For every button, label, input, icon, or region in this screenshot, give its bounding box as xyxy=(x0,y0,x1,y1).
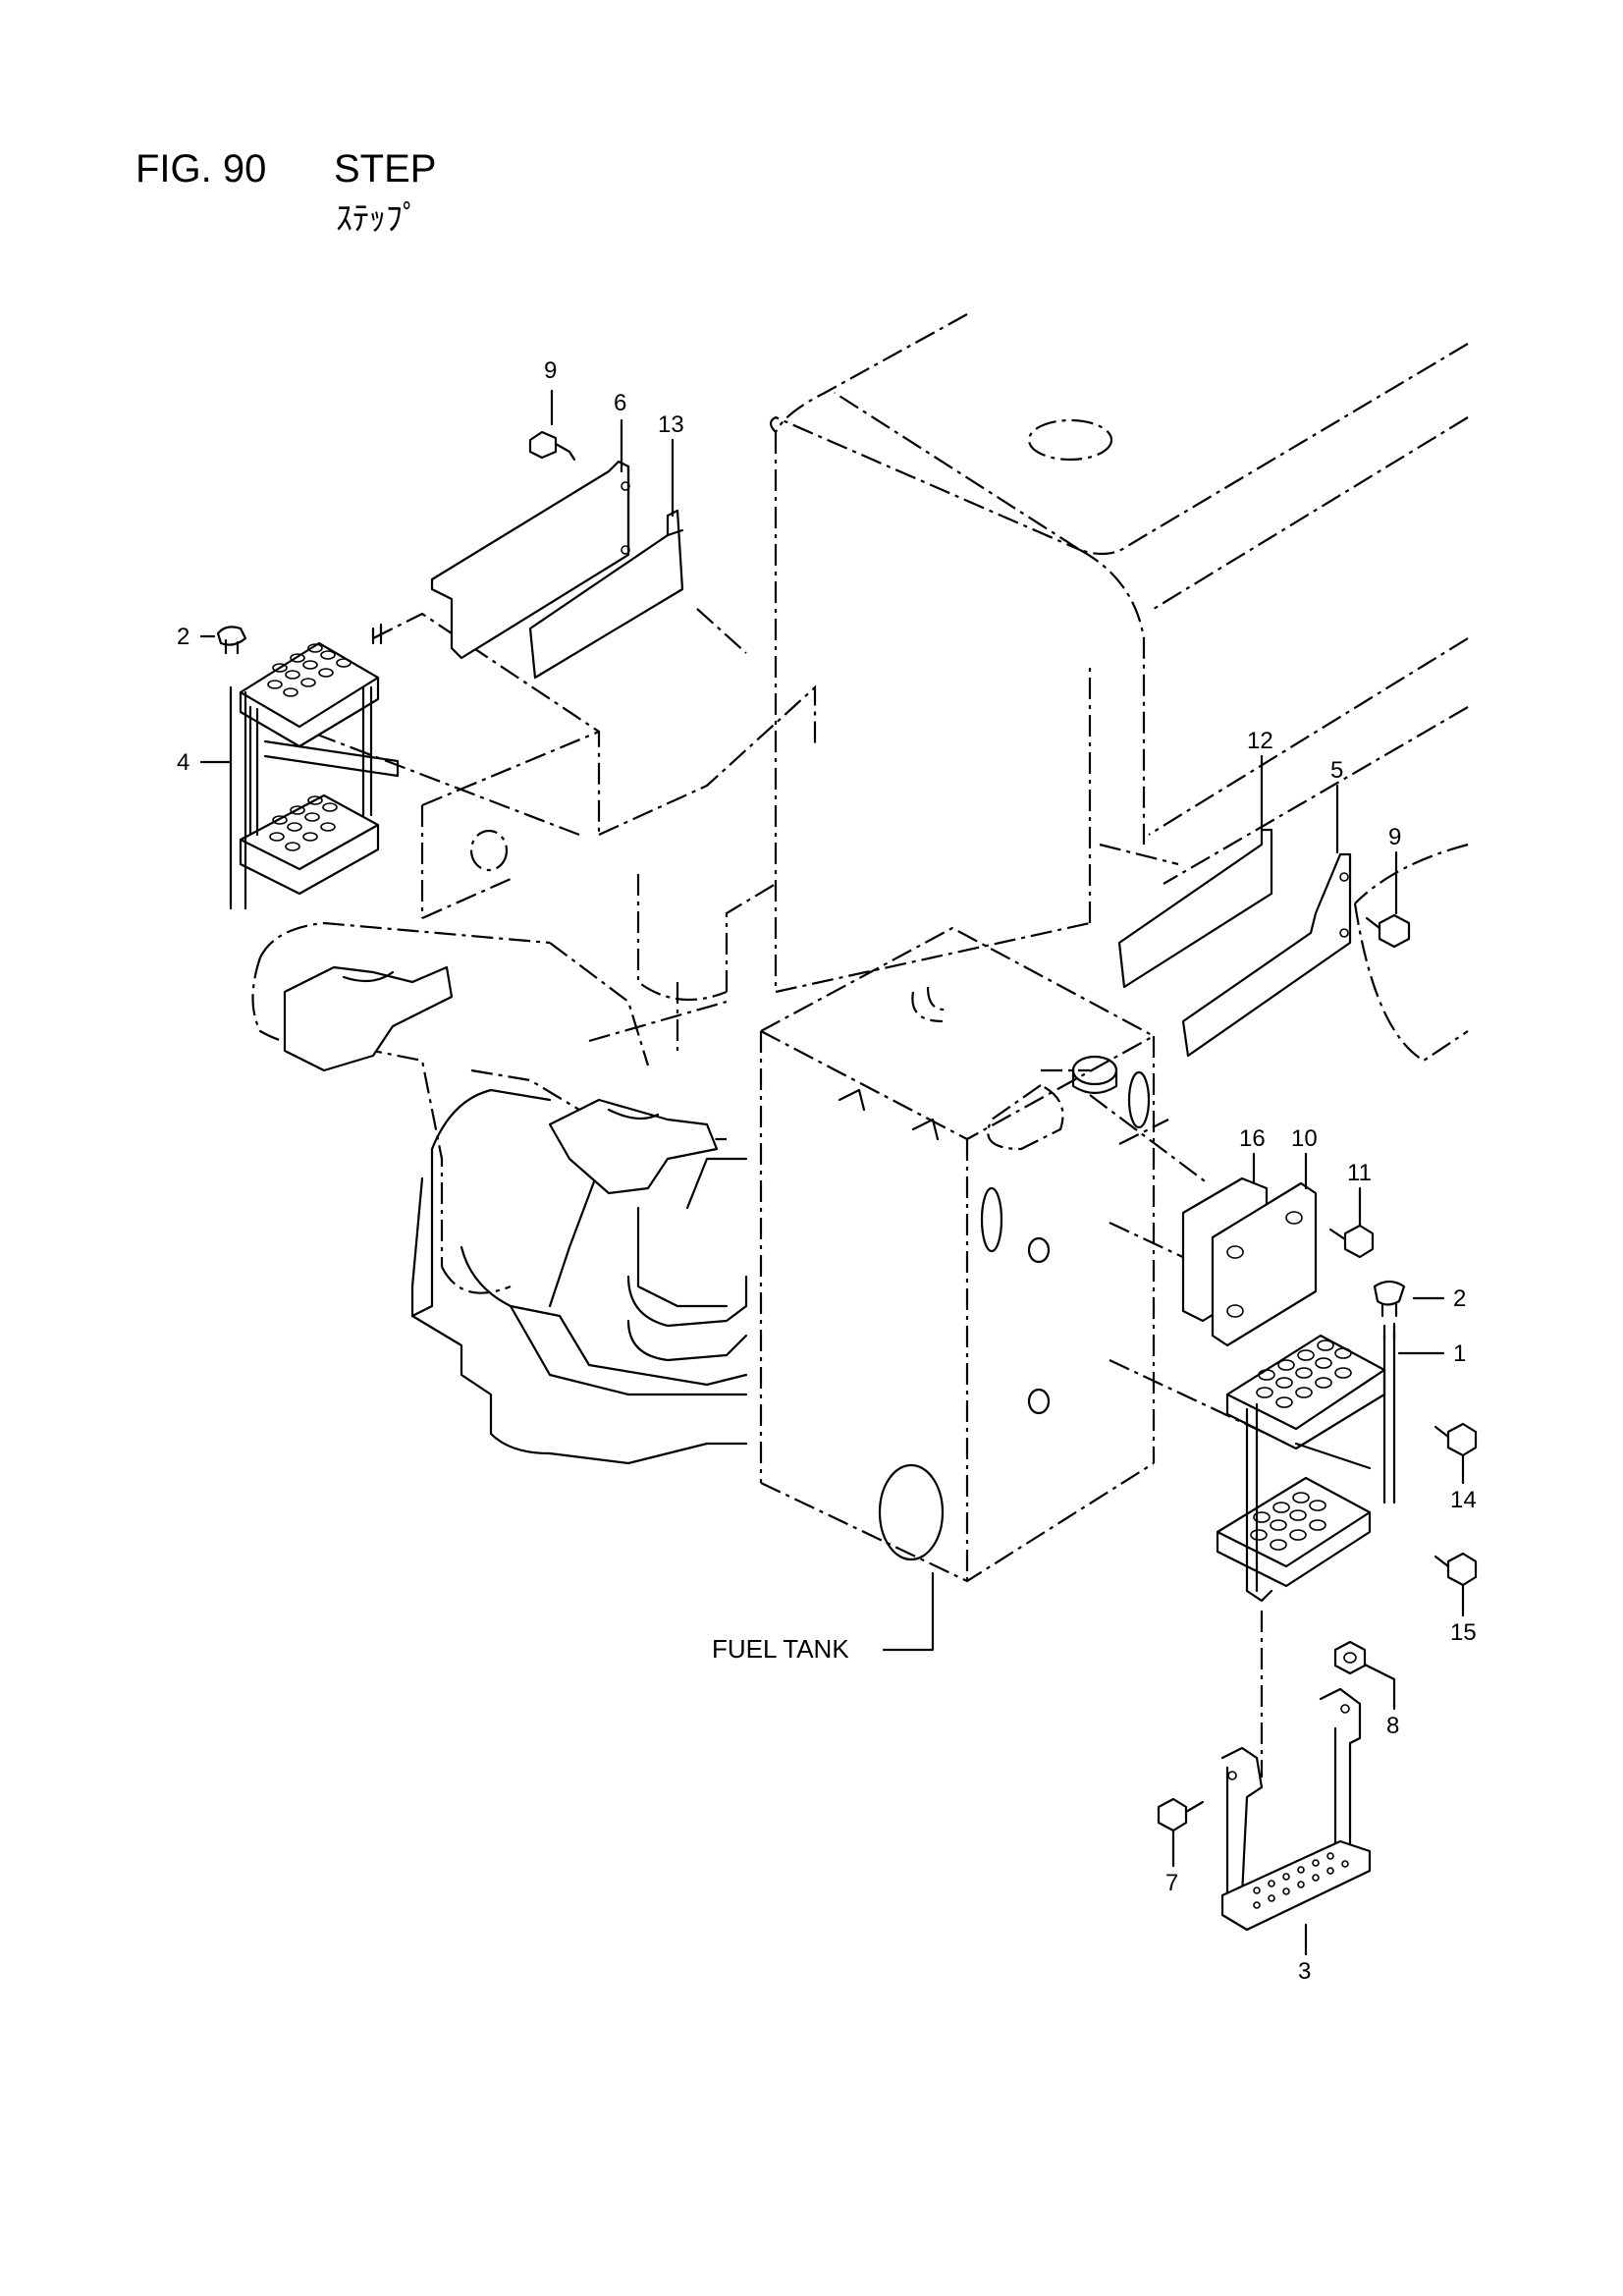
callout-9-upper: 9 xyxy=(544,357,557,384)
callout-3: 3 xyxy=(1298,1958,1311,1985)
callout-4: 7 xyxy=(1165,1870,1178,1896)
callout-2-right: 2 xyxy=(1453,1285,1466,1312)
step-assembly-right xyxy=(1216,1322,1396,1603)
callout-1: 1 xyxy=(1453,1340,1466,1367)
fuel-tank xyxy=(759,926,1156,1583)
lower-step-3 xyxy=(1220,1687,1372,1932)
callout-12: 14 xyxy=(1450,1487,1477,1513)
callout-11: 11 xyxy=(1347,1160,1372,1186)
callout-8: 6 xyxy=(614,390,626,416)
callout-6: 4 xyxy=(177,749,189,776)
figure-subtitle: ｽﾃｯﾌﾟ xyxy=(336,200,419,238)
callout-leader-lines xyxy=(199,389,1465,1956)
bracket-7-plate-14 xyxy=(1117,828,1352,1058)
fuel-tank-label: FUEL TANK xyxy=(712,1634,849,1664)
figure-title: STEP xyxy=(334,147,437,191)
assembly-guide-lines xyxy=(244,608,1268,1777)
callout-9-right: 9 xyxy=(1388,824,1401,850)
upper-frame-body xyxy=(769,313,1469,1072)
callout-7: 5 xyxy=(1330,757,1343,784)
figure-number: FIG. 90 xyxy=(135,147,267,191)
callout-14: 12 xyxy=(1247,728,1273,754)
callout-10: 10 xyxy=(1291,1125,1318,1152)
callout-15: 13 xyxy=(658,411,684,438)
step-assembly-left xyxy=(216,623,400,910)
callout-13: 15 xyxy=(1450,1619,1477,1646)
bracket-8-plate-15 xyxy=(430,460,684,680)
plates-10-16 xyxy=(1181,1176,1318,1347)
callout-labels: 9 6 13 2 4 12 5 9 16 10 11 2 1 14 15 8 7… xyxy=(177,357,1477,1985)
callout-2-left: 2 xyxy=(177,624,189,650)
mount-bracket-left xyxy=(283,965,719,1195)
main-frame xyxy=(410,1088,748,1465)
callout-16: 16 xyxy=(1239,1125,1266,1152)
callout-5: 8 xyxy=(1386,1713,1399,1739)
